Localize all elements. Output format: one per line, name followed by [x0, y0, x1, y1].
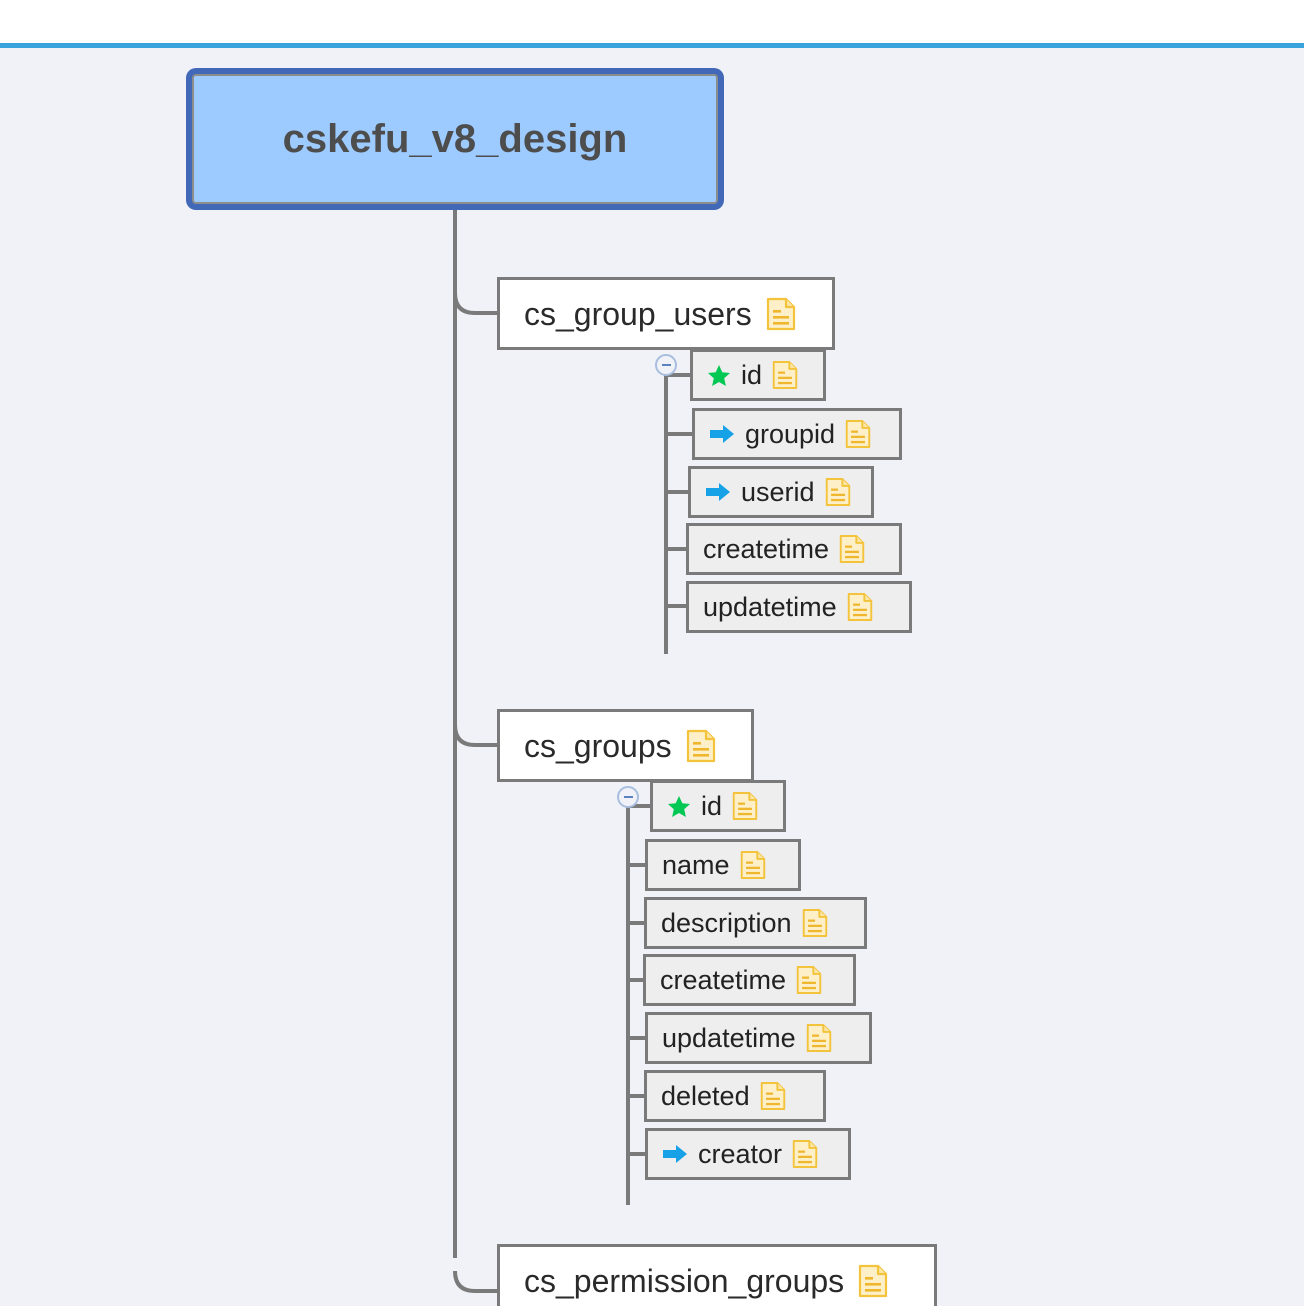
field-node-updatetime[interactable]: updatetime [645, 1012, 872, 1064]
table-node-label: cs_group_users [524, 295, 752, 332]
document-icon [732, 791, 758, 821]
field-node-deleted[interactable]: deleted [644, 1070, 826, 1122]
field-node-description[interactable]: description [644, 897, 867, 949]
document-icon [686, 729, 716, 763]
star-icon [667, 795, 691, 818]
table-node-label: cs_permission_groups [524, 1262, 845, 1299]
arrow-right-icon [662, 1143, 688, 1165]
field-node-updatetime[interactable]: updatetime [686, 581, 912, 633]
accent-bar [0, 43, 1304, 48]
document-icon [845, 419, 871, 449]
collapse-toggle-cs-group-users[interactable] [655, 354, 677, 376]
field-label: updatetime [662, 1022, 796, 1053]
document-icon [825, 477, 851, 507]
document-icon [796, 965, 822, 995]
document-icon [760, 1081, 786, 1111]
document-icon [772, 360, 798, 390]
document-icon [858, 1264, 888, 1298]
minus-icon [661, 364, 671, 366]
table-node-cs-group-users[interactable]: cs_group_users [497, 277, 835, 350]
document-icon [766, 297, 796, 331]
field-label: createtime [660, 964, 787, 995]
field-node-name[interactable]: name [645, 839, 801, 891]
collapse-toggle-cs-groups[interactable] [617, 786, 639, 808]
field-node-groupid[interactable]: groupid [692, 408, 902, 460]
field-label: creator [698, 1138, 783, 1169]
diagram-canvas[interactable]: cskefu_v8_design cs_group_users [0, 48, 1304, 1306]
arrow-right-icon [709, 423, 735, 445]
root-node-inner: cskefu_v8_design [192, 74, 718, 204]
field-label: name [662, 849, 730, 880]
field-node-userid[interactable]: userid [688, 466, 874, 518]
document-icon [847, 592, 873, 622]
arrow-right-icon [705, 481, 731, 503]
document-icon [806, 1023, 832, 1053]
minus-icon [623, 796, 633, 798]
window-top-strip [0, 0, 1304, 43]
field-node-id[interactable]: id [690, 349, 826, 401]
root-node-label: cskefu_v8_design [282, 116, 628, 161]
star-icon [707, 364, 731, 387]
table-node-cs-permission-groups[interactable]: cs_permission_groups [497, 1244, 937, 1306]
field-label: userid [741, 476, 815, 507]
field-label: id [741, 359, 763, 390]
document-icon [740, 850, 766, 880]
field-label: updatetime [703, 591, 837, 622]
field-label: id [701, 790, 723, 821]
field-node-id[interactable]: id [650, 780, 786, 832]
field-label: createtime [703, 533, 830, 564]
root-node-cskefu-v8-design[interactable]: cskefu_v8_design [186, 68, 724, 210]
document-icon [792, 1139, 818, 1169]
field-label: groupid [745, 418, 836, 449]
field-label: deleted [661, 1080, 750, 1111]
document-icon [839, 534, 865, 564]
document-icon [802, 908, 828, 938]
field-node-createtime[interactable]: createtime [686, 523, 902, 575]
field-label: description [661, 907, 792, 938]
field-node-creator[interactable]: creator [645, 1128, 851, 1180]
table-node-label: cs_groups [524, 727, 672, 764]
table-node-cs-groups[interactable]: cs_groups [497, 709, 754, 782]
field-node-createtime[interactable]: createtime [643, 954, 856, 1006]
